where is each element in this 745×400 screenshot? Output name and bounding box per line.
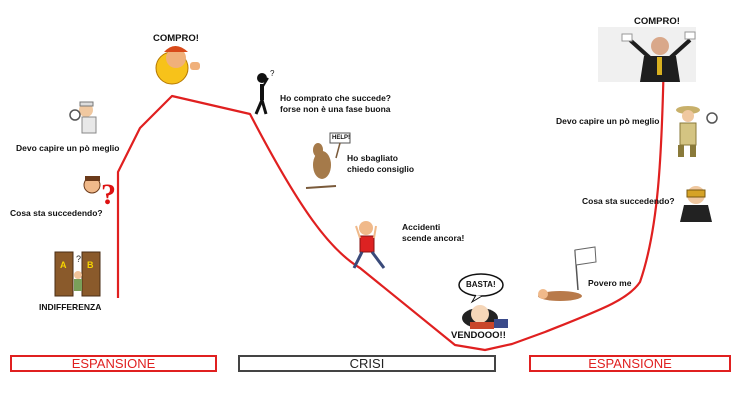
phase-label-expansion-right: ESPANSIONE	[588, 356, 672, 371]
label-indifferenza: INDIFFERENZA	[39, 302, 102, 312]
celebrating-businessman-icon	[598, 27, 696, 82]
phase-label-expansion-left: ESPANSIONE	[71, 356, 156, 371]
phase-box-expansion-right: ESPANSIONE	[529, 355, 731, 372]
confused-man-icon: ?	[83, 176, 116, 211]
label-cosa-succede-left: Cosa sta succedendo?	[10, 208, 103, 218]
label-compro-left: COMPRO!	[153, 33, 199, 44]
phase-box-crisis: CRISI	[238, 355, 496, 372]
detective-left-icon	[69, 101, 97, 134]
doors-figure-icon: A B ?	[54, 251, 101, 297]
phase-box-expansion-left: ESPANSIONE	[10, 355, 217, 372]
binoculars-man-icon	[680, 186, 712, 222]
phase-label-crisis: CRISI	[349, 356, 385, 371]
market-cycle-curve	[116, 49, 666, 352]
label-devo-capire-right: Devo capire un pò meglio	[556, 116, 660, 126]
coyote-help-icon	[305, 132, 351, 189]
detective-right-icon	[676, 106, 718, 157]
thinking-silhouette-icon: ?	[254, 69, 275, 115]
svg-text:B: B	[87, 260, 94, 270]
surrender-flag-icon	[538, 246, 597, 301]
label-povero-me: Povero me	[588, 278, 632, 288]
svg-text:?: ?	[270, 69, 275, 78]
svg-text:?: ?	[101, 178, 116, 211]
label-compro-right: COMPRO!	[634, 16, 680, 27]
svg-text:A: A	[60, 260, 67, 270]
label-ho-comprato: Ho comprato che succede?forse non è una …	[280, 93, 392, 114]
label-help-sign: HELP!	[332, 135, 350, 141]
label-vendooo: VENDOOO!!	[451, 330, 506, 341]
label-basta: BASTA!	[466, 280, 496, 289]
label-devo-capire-left: Devo capire un pò meglio	[16, 143, 120, 153]
label-cosa-succede-right: Cosa sta succedendo?	[582, 196, 675, 206]
svg-text:?: ?	[76, 254, 81, 264]
stressed-man-icon	[352, 221, 386, 269]
mafalda-basta-icon	[458, 273, 508, 329]
happy-thumbs-up-icon	[155, 46, 200, 85]
